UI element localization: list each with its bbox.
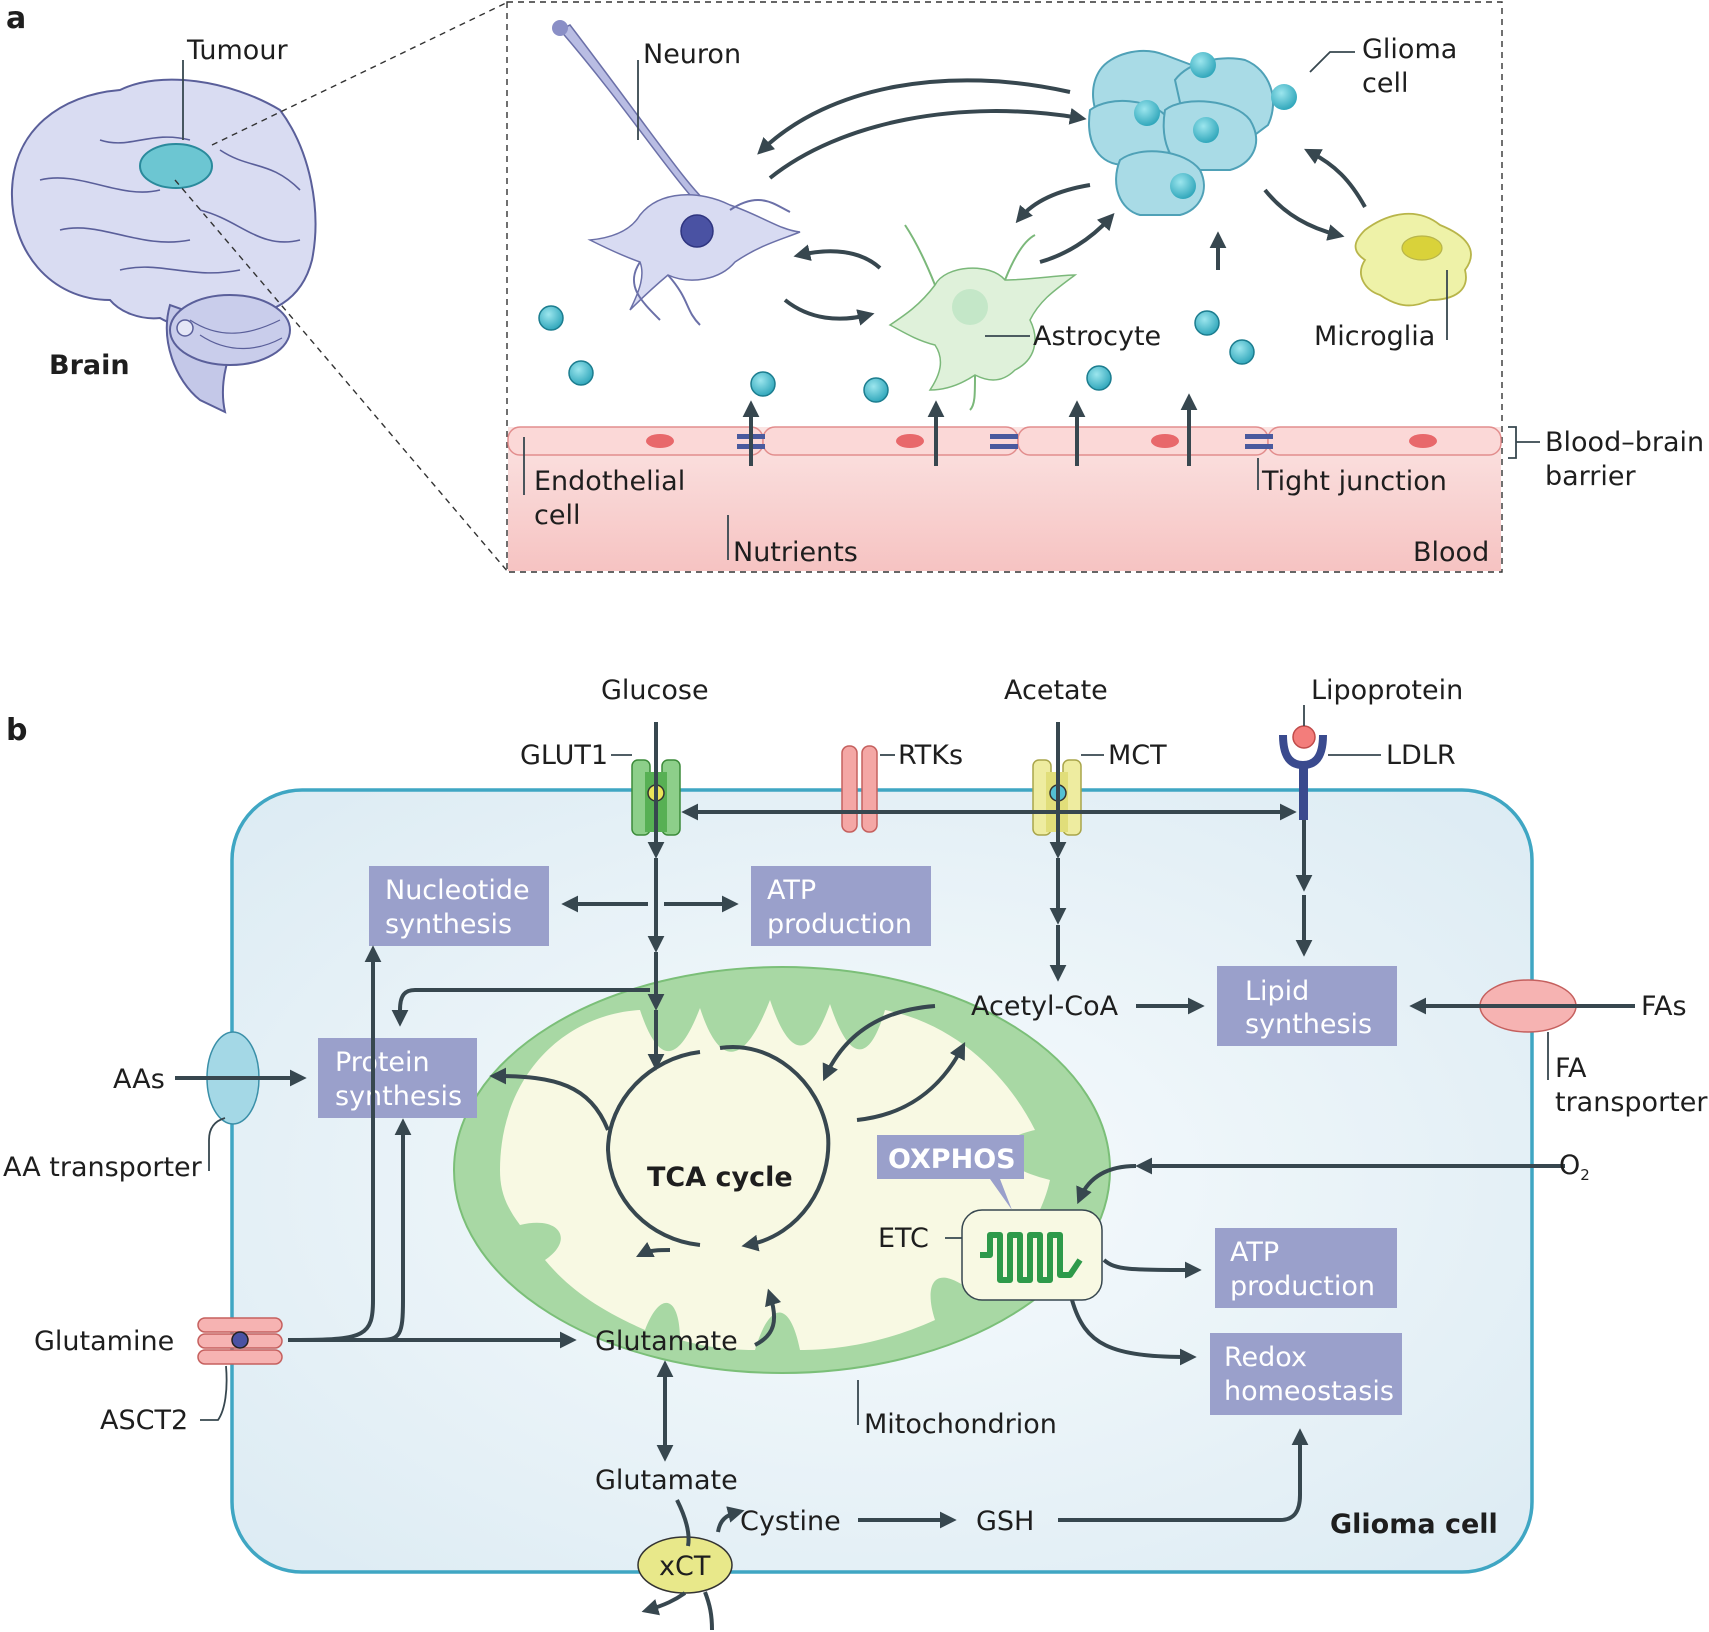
glioma-cell-title: Glioma cell <box>1330 1509 1498 1540</box>
nutrient-arrows <box>742 393 1198 466</box>
gsh-label: GSH <box>976 1506 1034 1537</box>
astrocyte-illustration <box>888 224 1078 411</box>
oxphos-box <box>877 1135 1024 1179</box>
fa-transporter-label-1: FA <box>1555 1053 1587 1084</box>
blood-label: Blood <box>1413 537 1489 568</box>
glut1-label: GLUT1 <box>520 740 608 771</box>
etc-membrane-icon <box>980 1232 1083 1283</box>
acetate-label: Acetate <box>1004 675 1108 706</box>
fas-label: FAs <box>1641 991 1687 1022</box>
aa-transporter-label: AA transporter <box>3 1152 203 1183</box>
endothelial-cells <box>507 426 1502 456</box>
protein-box <box>318 1038 477 1118</box>
tca-label: TCA cycle <box>647 1162 793 1193</box>
atp2-label-1: ATP <box>1230 1237 1279 1268</box>
o2-label: O2 <box>1559 1150 1590 1184</box>
cystine-label: Cystine <box>740 1506 841 1537</box>
nucleotide-label-1: Nucleotide <box>385 875 530 906</box>
nucleotide-box <box>369 866 549 946</box>
glioma-cell-label-1: Glioma <box>1362 34 1457 65</box>
oxphos-label: OXPHOS <box>888 1144 1016 1175</box>
microglia-illustration <box>1354 212 1472 307</box>
tumour-blob <box>139 143 213 189</box>
glutamine-label: Glutamine <box>34 1326 174 1357</box>
bbb-label-2: barrier <box>1545 461 1637 492</box>
panel-b-letter: b <box>6 713 27 748</box>
redox-label-1: Redox <box>1224 1342 1307 1373</box>
tumour-label: Tumour <box>186 35 288 66</box>
atp-production-box-2 <box>1215 1228 1397 1308</box>
neuron-illustration <box>552 20 801 326</box>
atp1-label-1: ATP <box>767 875 816 906</box>
ldlr-label: LDLR <box>1386 740 1456 771</box>
endothelial-label-2: cell <box>534 500 580 531</box>
oxphos-callout-tail <box>990 1179 1012 1210</box>
tight-junction-label: Tight junction <box>1261 466 1447 497</box>
neuron-label: Neuron <box>643 39 741 70</box>
asct2-label: ASCT2 <box>100 1405 188 1436</box>
mct-label: MCT <box>1108 740 1167 771</box>
aa-transporter-leader <box>208 1117 226 1171</box>
glioma-leader <box>1309 51 1355 73</box>
mitochondrion-label: Mitochondrion <box>864 1409 1057 1440</box>
protein-label-2: synthesis <box>335 1081 462 1112</box>
fa-transporter-label-2: transporter <box>1555 1087 1708 1118</box>
brain-illustration <box>10 78 317 414</box>
nutrients-label: Nutrients <box>733 537 858 568</box>
glut1-transporter <box>631 759 681 836</box>
bbb-bracket <box>1508 426 1540 459</box>
interaction-arrows <box>757 78 1367 326</box>
lipid-box <box>1217 966 1397 1046</box>
acetyl-coa-label: Acetyl-CoA <box>971 991 1119 1022</box>
bbb-label-1: Blood–brain <box>1545 427 1704 458</box>
mitochondrion <box>453 966 1111 1374</box>
microglia-label: Microglia <box>1314 321 1435 352</box>
glutamate-outer-label: Glutamate <box>595 1465 738 1496</box>
xct-label: xCT <box>659 1551 711 1582</box>
etc-label: ETC <box>878 1223 929 1254</box>
atp2-label-2: production <box>1230 1271 1375 1302</box>
lipoprotein-label: Lipoprotein <box>1311 675 1463 706</box>
asct2-transporter <box>197 1317 283 1365</box>
lipid-label-1: Lipid <box>1245 976 1309 1007</box>
asct2-leader <box>200 1365 228 1421</box>
zoom-line-bottom <box>174 179 509 573</box>
redox-box <box>1210 1333 1402 1415</box>
nutrient-dots <box>538 305 1255 403</box>
aas-label: AAs <box>113 1064 165 1095</box>
lipoprotein-particle <box>1292 725 1316 749</box>
zoom-line-top <box>211 1 509 146</box>
nucleotide-label-2: synthesis <box>385 909 512 940</box>
glutamate-inner-label: Glutamate <box>595 1326 738 1357</box>
glioma-cluster <box>1088 50 1297 216</box>
glucose-label: Glucose <box>601 675 709 706</box>
brain-label: Brain <box>49 350 130 381</box>
panel-a-letter: a <box>6 1 26 36</box>
protein-label-1: Protein <box>335 1047 430 1078</box>
inset-box <box>506 1 1503 573</box>
endothelial-label-1: Endothelial <box>534 466 685 497</box>
redox-label-2: homeostasis <box>1224 1376 1394 1407</box>
lipid-label-2: synthesis <box>1245 1009 1372 1040</box>
atp1-label-2: production <box>767 909 912 940</box>
pathway-arrows <box>175 722 1635 1631</box>
atp-production-box-1 <box>751 866 931 946</box>
glioma-cell-label-2: cell <box>1362 68 1408 99</box>
rtks-label: RTKs <box>898 740 963 771</box>
astrocyte-label: Astrocyte <box>1033 321 1161 352</box>
